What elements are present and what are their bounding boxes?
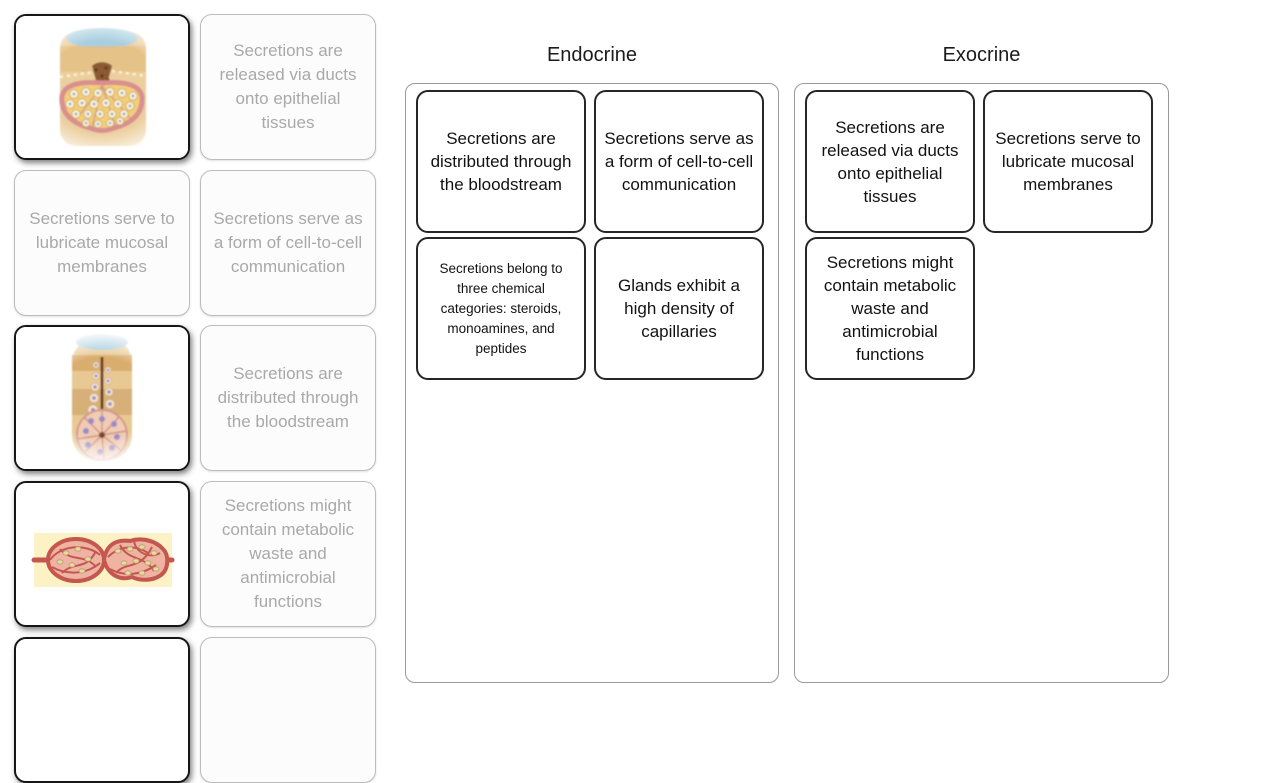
bank-tile-label: Secretions serve as a form of cell-to-ce… bbox=[213, 209, 363, 276]
card-released-via-ducts[interactable]: Secretions are released via ducts onto e… bbox=[805, 90, 975, 233]
card-label: Secretions serve as a form of cell-to-ce… bbox=[604, 129, 754, 194]
bank-tile-cell-communication: Secretions serve as a form of cell-to-ce… bbox=[200, 170, 376, 316]
card-metabolic-waste[interactable]: Secretions might contain metabolic waste… bbox=[805, 237, 975, 380]
card-chemical-categories[interactable]: Secretions belong to three chemical cate… bbox=[416, 237, 586, 380]
bank-tile-bloodstream: Secretions are distributed through the b… bbox=[200, 325, 376, 471]
card-label: Secretions might contain metabolic waste… bbox=[823, 253, 957, 364]
card-lubricate-membranes[interactable]: Secretions serve to lubricate mucosal me… bbox=[983, 90, 1153, 233]
card-label: Glands exhibit a high density of capilla… bbox=[618, 276, 740, 341]
card-label: Secretions are released via ducts onto e… bbox=[821, 117, 959, 206]
bank-tile-sebaceous-gland[interactable] bbox=[14, 14, 190, 160]
bank-tile-label: Secretions are distributed through the b… bbox=[217, 364, 359, 431]
bank-tile-label: Secretions might contain metabolic waste… bbox=[221, 496, 355, 611]
bank-tile-lubricate-membranes: Secretions serve to lubricate mucosal me… bbox=[14, 170, 190, 316]
sebaceous-gland-image bbox=[16, 16, 188, 158]
card-label: Secretions belong to three chemical cate… bbox=[439, 260, 563, 356]
exocrine-title: Exocrine bbox=[942, 44, 1021, 66]
bank-tile-released-via-ducts: Secretions are released via ducts onto e… bbox=[200, 14, 376, 160]
bank-tile-label: Secretions are released via ducts onto e… bbox=[219, 41, 357, 132]
endocrine-title: Endocrine bbox=[546, 44, 638, 66]
card-cell-communication[interactable]: Secretions serve as a form of cell-to-ce… bbox=[594, 90, 764, 233]
endocrine-dropzone[interactable]: Secretions are distributed through the b… bbox=[405, 83, 779, 683]
card-label: Secretions are distributed through the b… bbox=[430, 129, 572, 194]
bank-tile-sweat-gland[interactable] bbox=[14, 325, 190, 471]
card-density-capillaries[interactable]: Glands exhibit a high density of capilla… bbox=[594, 237, 764, 380]
bank-tile-capillaries[interactable] bbox=[14, 481, 190, 627]
bank-tile-label: Secretions serve to lubricate mucosal me… bbox=[29, 209, 175, 276]
bank-tile-metabolic-waste: Secretions might contain metabolic waste… bbox=[200, 481, 376, 627]
card-distributed-bloodstream[interactable]: Secretions are distributed through the b… bbox=[416, 90, 586, 233]
bank-tile-partial-image[interactable] bbox=[14, 637, 190, 783]
sweat-gland-image bbox=[16, 327, 188, 469]
capillary-network-image bbox=[31, 533, 175, 587]
card-label: Secretions serve to lubricate mucosal me… bbox=[995, 129, 1141, 194]
bank-tile-partial-text bbox=[200, 637, 376, 783]
exocrine-dropzone[interactable]: Secretions are released via ducts onto e… bbox=[794, 83, 1169, 683]
